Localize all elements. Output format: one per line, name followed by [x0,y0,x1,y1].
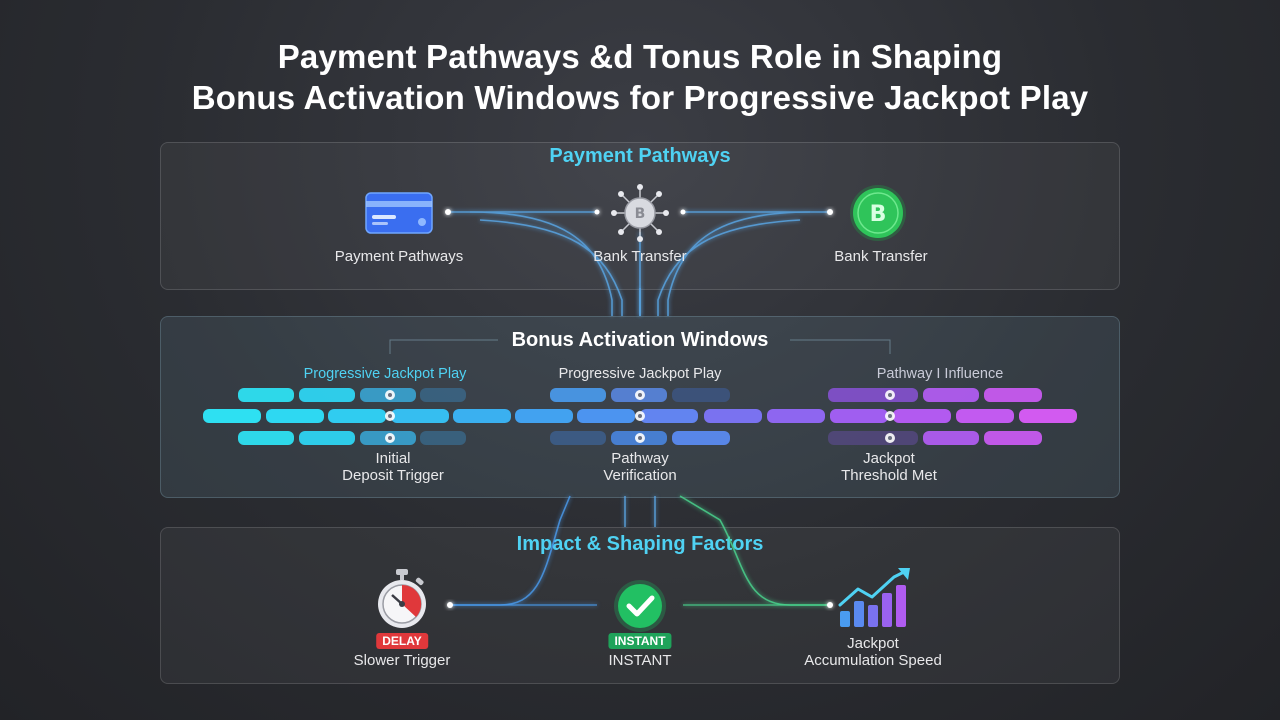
payment-node-label: Payment Pathways [334,248,464,265]
bar-segment [704,409,762,423]
svg-text:B: B [635,206,646,222]
bar-segment [391,409,449,423]
bonus-activation-heading: Bonus Activation Windows [511,329,769,351]
column-label: Pathway I Influence [876,366,1004,382]
bar-segment [453,409,511,423]
bar-segment [550,388,606,402]
bar-segment [672,431,730,445]
impact-label: Slower Trigger [353,652,451,669]
bar-segment [984,388,1042,402]
bonus-activation-panel: Bonus Activation Windows [160,316,1120,498]
bar-segment [672,388,730,402]
stage-label-line1: Jackpot [863,450,915,467]
payment-node-label: Bank Transfer [593,248,687,265]
bar-segment [984,431,1042,445]
bar-segment [299,388,355,402]
instant-badge: INSTANT [608,633,672,649]
bar-segment [328,409,386,423]
growth-chart-icon [838,568,910,627]
stopwatch-icon [378,569,426,628]
impact-factors-heading: Impact & Shaping Factors [516,533,764,555]
payment-node-label: Bank Transfer [834,248,928,265]
bar-segment [923,431,979,445]
bar-segment [640,409,698,423]
stage-label-line2: Deposit Trigger [342,467,444,484]
stage-label-line1: Initial [375,450,411,467]
bottom-connectors [450,288,830,606]
column-label: Progressive Jackpot Play [303,366,467,382]
lock-markers [385,390,895,443]
payment-pathways-heading: Payment Pathways [549,145,731,167]
bar-segment [830,409,888,423]
impact-label-line2: Accumulation Speed [804,652,942,669]
crypto-coin-icon: B [850,185,906,241]
page-title-line-1: Payment Pathways &d Tonus Role in Shapin… [277,38,1003,75]
top-connectors [448,211,830,316]
stage-label-line1: Pathway [611,450,669,467]
bar-segment [299,431,355,445]
column-label: Progressive Jackpot Play [558,366,722,382]
stage-label-line2: Threshold Met [841,467,937,484]
bar-segment [893,409,951,423]
bar-segment [515,409,573,423]
bar-segment [238,388,294,402]
bar-segment [550,431,606,445]
bar-segment [203,409,261,423]
delay-badge: DELAY [376,633,428,649]
page-title-line-2: Bonus Activation Windows for Progressive… [191,79,1089,116]
bar-segment [767,409,825,423]
bar-segment [828,388,918,402]
bar-segment [956,409,1014,423]
bonus-bars [238,388,1042,402]
bar-segment [420,388,466,402]
bar-segment [266,409,324,423]
bar-segment [238,431,294,445]
stage-label-line2: Verification [603,467,677,484]
bar-segment [923,388,979,402]
chip-network-icon: B [611,184,669,242]
credit-card-icon [365,192,433,234]
impact-label: INSTANT [608,652,672,669]
bar-segment [420,431,466,445]
bar-segment [828,431,918,445]
bar-segment [1019,409,1077,423]
impact-label-line1: Jackpot [847,635,899,652]
svg-text:B: B [870,202,887,227]
checkmark-icon [614,580,666,632]
bar-segment [577,409,635,423]
